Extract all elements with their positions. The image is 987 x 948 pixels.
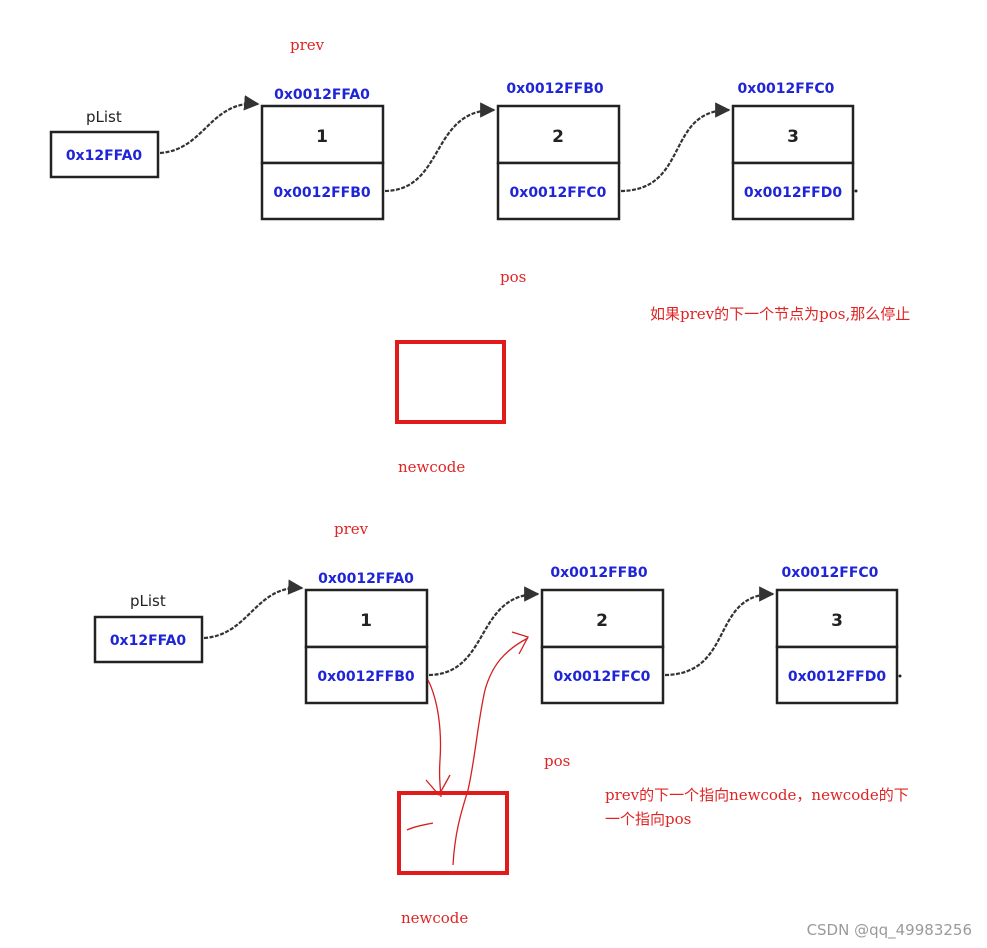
bottom-node1-data: 1 (360, 611, 372, 631)
top-node1-address: 0x0012FFA0 (274, 87, 370, 103)
handdrawn-arrowhead-up (511, 631, 529, 655)
top-node1-next-cell (260, 161, 385, 221)
top-plist-to-node1-arrow (159, 95, 260, 155)
top-node3-data: 3 (787, 127, 799, 147)
bottom-node3-next-cell (775, 645, 899, 705)
top-node3-null-dot (854, 189, 858, 193)
bottom-plist-value: 0x12FFA0 (110, 633, 187, 649)
top-node2-address: 0x0012FFB0 (506, 81, 604, 97)
top-node1-data-cell (260, 104, 385, 165)
bottom-node1-next: 0x0012FFB0 (317, 669, 415, 685)
bottom-node3-address: 0x0012FFC0 (782, 565, 879, 581)
handdrawn-prev-to-newcode-stroke (427, 679, 442, 798)
bottom-newcode-box (397, 791, 509, 875)
top-diagram: prev pList 0x12FFA0 0x0012FFA0 1 0x0012F… (49, 36, 910, 476)
bottom-node2-to-node3-arrow (664, 586, 775, 677)
csdn-watermark: CSDN @qq_49983256 (807, 921, 972, 940)
bottom-plist-box (93, 615, 204, 664)
top-node3-next: 0x0012FFD0 (744, 185, 842, 201)
top-node3-next-cell (731, 161, 855, 221)
bottom-node1-to-node2-arrow (428, 586, 540, 677)
handdrawn-newcode-to-pos-stroke (452, 637, 529, 866)
bottom-note-line1: prev的下一个指向newcode，newcode的下 (605, 786, 909, 804)
bottom-diagram: prev pList 0x12FFA0 0x0012FFA0 1 0x0012F… (93, 520, 909, 927)
bottom-prev-label: prev (334, 520, 369, 538)
bottom-node3-null-dot (898, 674, 902, 678)
top-node2-next-cell (496, 161, 621, 221)
top-newcode-box (395, 340, 506, 424)
top-plist-label: pList (86, 108, 122, 126)
bottom-node1-next-cell (304, 645, 429, 705)
bottom-note-line2: 一个指向pos (605, 810, 691, 828)
top-node2-data: 2 (552, 127, 564, 147)
top-node1-next: 0x0012FFB0 (273, 185, 371, 201)
bottom-node2-data-cell (540, 588, 665, 649)
top-node3-address: 0x0012FFC0 (738, 81, 835, 97)
top-plist-value: 0x12FFA0 (66, 148, 143, 164)
top-note: 如果prev的下一个节点为pos,那么停止 (650, 305, 910, 323)
bottom-pos-label: pos (544, 752, 570, 770)
handdrawn-insert-arrows (406, 631, 529, 866)
top-node1-data: 1 (316, 127, 328, 147)
bottom-node2-next: 0x0012FFC0 (554, 669, 651, 685)
bottom-node2-address: 0x0012FFB0 (550, 565, 648, 581)
bottom-plist-label: pList (130, 592, 166, 610)
bottom-node3-data: 3 (831, 611, 843, 631)
bottom-node2-next-cell (540, 645, 665, 705)
top-newcode-label: newcode (398, 458, 465, 476)
bottom-plist-to-node1-arrow (203, 579, 304, 640)
bottom-newcode-label: newcode (401, 909, 468, 927)
top-pos-label: pos (500, 268, 526, 286)
handdrawn-scribble (406, 822, 434, 831)
top-plist-box (49, 130, 160, 179)
top-node2-next: 0x0012FFC0 (510, 185, 607, 201)
top-node2-to-node3-arrow (620, 102, 731, 193)
top-node1-to-node2-arrow (384, 102, 496, 193)
top-node2-data-cell (496, 104, 621, 165)
bottom-node2-data: 2 (596, 611, 608, 631)
top-node3-data-cell (731, 104, 855, 165)
top-prev-label: prev (290, 36, 325, 54)
bottom-node1-address: 0x0012FFA0 (318, 571, 414, 587)
bottom-node3-next: 0x0012FFD0 (788, 669, 886, 685)
